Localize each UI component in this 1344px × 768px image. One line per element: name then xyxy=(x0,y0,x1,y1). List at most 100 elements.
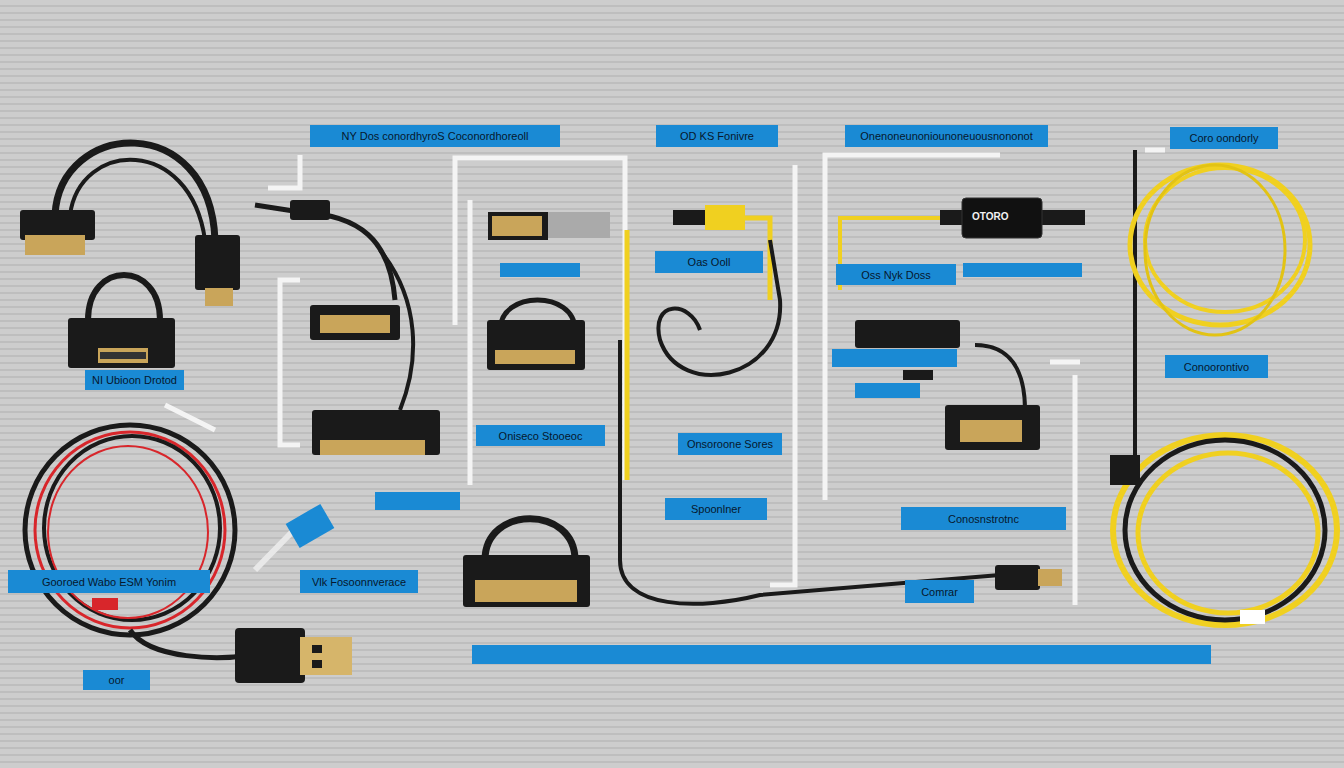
dvi-adapter xyxy=(487,320,585,370)
video-cable xyxy=(286,504,335,548)
dvi-adapter xyxy=(488,212,548,240)
device-label: OTORO xyxy=(972,211,1008,222)
cable-coil-yellow xyxy=(1145,168,1305,312)
bracket-line xyxy=(165,405,215,430)
bracket-line xyxy=(770,165,795,585)
label-text: oor xyxy=(109,674,125,686)
long-cable xyxy=(1038,569,1062,586)
yellow-cable xyxy=(673,210,708,225)
usb-plug xyxy=(300,637,352,675)
cable-coil-yellow xyxy=(1240,610,1265,624)
label-text: Onenoneunoniounoneuousnononot xyxy=(860,130,1033,142)
hdmi-adapter xyxy=(855,320,960,348)
label-text: Comrar xyxy=(921,586,958,598)
dvi-adapter xyxy=(485,519,575,560)
cable-coil-yellow xyxy=(1138,453,1318,613)
cable-coil-yellow xyxy=(1145,165,1285,335)
cable-coil xyxy=(130,630,250,657)
label-box: Comrar xyxy=(905,580,974,603)
bracket-line xyxy=(1050,360,1080,365)
converter-device xyxy=(940,210,965,225)
label-box: Onsoroone Sores xyxy=(678,433,782,455)
label-box: Conoorontivo xyxy=(1165,355,1268,378)
bracket-line xyxy=(268,155,300,188)
dvi-adapter xyxy=(492,216,542,236)
hdmi-cable xyxy=(20,143,240,306)
cable-coil xyxy=(25,425,250,657)
bracket-line xyxy=(468,200,473,485)
hdmi-adapter xyxy=(945,405,1040,450)
label-text: OD KS Fonivre xyxy=(680,130,754,142)
label-text: NI Ubioon Drotod xyxy=(92,374,177,386)
label-box: Spoonlner xyxy=(665,498,767,520)
blue-bar xyxy=(832,349,957,367)
label-text: Coro oondorly xyxy=(1189,132,1258,144)
label-text: Oss Nyk Doss xyxy=(861,269,931,281)
label-box: OD KS Fonivre xyxy=(656,125,778,147)
usb-plug xyxy=(235,628,305,683)
video-cable xyxy=(255,532,292,570)
bracket-line xyxy=(280,280,300,445)
cable-coil xyxy=(25,425,235,635)
label-box: Conosnstrotnc xyxy=(901,507,1066,530)
label-text: Vlk Fosoonnverace xyxy=(312,576,406,588)
converter-device xyxy=(840,198,1085,290)
label-box: Oss Nyk Doss xyxy=(836,264,956,285)
bracket-line xyxy=(455,158,625,480)
dvi-adapter xyxy=(475,580,577,602)
cable-coil-yellow xyxy=(1110,150,1337,625)
label-text: Onsoroone Sores xyxy=(687,438,773,450)
label-box: Onenoneunoniounoneuousnononot xyxy=(845,125,1048,147)
hdmi-cable xyxy=(205,288,233,306)
adapter xyxy=(98,348,148,363)
label-box: Coro oondorly xyxy=(1170,127,1278,149)
usb-plug xyxy=(235,628,352,683)
bracket-line xyxy=(1073,375,1078,605)
video-cable xyxy=(312,410,440,455)
label-text: Conoorontivo xyxy=(1184,361,1249,373)
label-box: Vlk Fosoonnverace xyxy=(300,570,418,593)
blue-bar xyxy=(500,263,580,277)
blue-bar xyxy=(472,645,1211,664)
label-box: NY Dos conordhyroS Coconordhoreoll xyxy=(310,125,560,147)
usb-plug xyxy=(312,645,322,653)
bracket-line xyxy=(1145,148,1165,153)
dvi-adapter xyxy=(463,212,627,607)
label-text: Oas Ooll xyxy=(688,256,731,268)
converter-device xyxy=(962,198,1042,238)
video-cable xyxy=(310,305,400,340)
adapter xyxy=(68,275,175,368)
long-cable xyxy=(995,565,1040,590)
blue-bar xyxy=(375,263,1211,664)
blue-bar xyxy=(375,492,460,510)
hdmi-adapter xyxy=(903,370,933,380)
adapter xyxy=(68,318,175,368)
usb-plug xyxy=(312,660,322,668)
blue-bar xyxy=(963,263,1082,277)
adapter xyxy=(100,352,146,359)
adapter xyxy=(88,275,160,320)
label-text: Oniseco Stooeoc xyxy=(499,430,583,442)
cable-coil-yellow xyxy=(1125,440,1325,620)
video-cable xyxy=(320,440,425,455)
long-cable xyxy=(620,340,1062,604)
dvi-adapter xyxy=(495,350,575,364)
hdmi-adapter xyxy=(975,345,1025,410)
cable-coil-yellow xyxy=(1113,435,1337,625)
hdmi-cable xyxy=(195,235,240,290)
cable-coil xyxy=(92,598,118,610)
label-box: Oniseco Stooeoc xyxy=(476,425,605,446)
video-cable xyxy=(290,200,330,220)
cable-coil-yellow xyxy=(1110,455,1140,485)
hdmi-cable xyxy=(25,235,85,255)
label-text: Spoonlner xyxy=(691,503,741,515)
long-cable xyxy=(620,340,1000,604)
label-box: Gooroed Wabo ESM Yonim xyxy=(8,570,210,593)
label-text: NY Dos conordhyroS Coconordhoreoll xyxy=(342,130,529,142)
video-cable xyxy=(320,315,390,333)
label-text: Conosnstrotnc xyxy=(948,513,1019,525)
dvi-adapter xyxy=(625,230,630,480)
